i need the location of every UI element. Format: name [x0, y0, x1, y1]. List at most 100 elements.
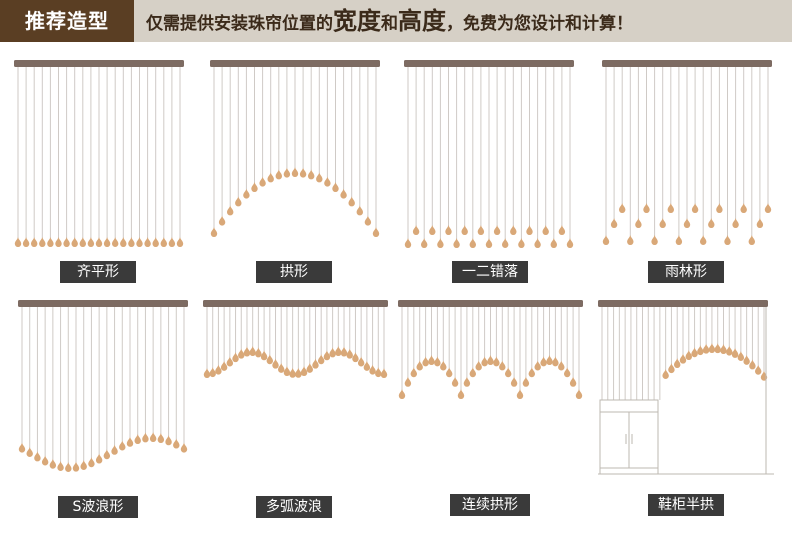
multi-arc-bead: [266, 354, 274, 365]
multi-arch-bead: [510, 376, 518, 387]
cabinet-arch-bead: [714, 343, 721, 354]
rain-bead: [659, 218, 666, 228]
banner: 推荐造型 仅需提供安装珠帘位置的宽度和高度，免费为您设计和计算！: [0, 0, 792, 42]
flat-bead: [55, 237, 62, 247]
arch-bead: [227, 205, 234, 216]
multi-arc-bead: [295, 367, 302, 378]
staggered-bead: [469, 238, 476, 248]
arch-bead: [243, 188, 250, 199]
multi-arch-bead: [487, 355, 494, 365]
arch-bead: [332, 182, 339, 192]
multi-arch-bead: [457, 389, 465, 399]
flat-bead: [128, 237, 135, 247]
staggered-bead: [534, 238, 541, 249]
rain-bead: [667, 203, 674, 213]
rain-bead: [602, 235, 610, 245]
s-wave-bead: [126, 436, 134, 447]
multi-arch-bead: [451, 376, 459, 387]
arch-bead: [235, 196, 242, 207]
multi-arc-bead: [340, 346, 348, 357]
multi-arch-bead: [428, 355, 435, 365]
flat-bead: [112, 237, 119, 247]
multi-arc-bead: [323, 350, 331, 361]
s-wave-bead: [57, 460, 64, 471]
multi-arc-bead: [220, 360, 228, 371]
flat-bead: [14, 237, 22, 247]
caption-multi-arc: 多弧波浪: [256, 496, 332, 518]
multi-arc-bead: [203, 368, 211, 378]
multi-arc-bead: [369, 364, 376, 375]
curtain-cabinet-arch: [598, 300, 776, 478]
staggered-bead: [493, 225, 501, 235]
multi-arc-rail: [203, 300, 388, 307]
rain-bead: [651, 235, 658, 245]
flat-bead: [160, 237, 167, 247]
multi-arch-bead: [546, 355, 553, 365]
flat-bead: [71, 237, 78, 247]
rain-bead: [675, 235, 683, 245]
cabinet-arch-bead: [743, 354, 750, 365]
multi-arch-bead: [558, 360, 565, 371]
staggered-bead: [518, 238, 525, 248]
multi-arch-bead: [540, 356, 547, 367]
s-wave-bead: [88, 457, 95, 468]
slogan-width-word: 宽度: [333, 7, 381, 35]
cabinet-arch-bead: [720, 344, 727, 355]
rain-bead: [691, 203, 699, 213]
multi-arch-bead: [398, 389, 406, 399]
arch-bead: [291, 167, 299, 177]
arch-bead: [210, 227, 218, 237]
multi-arc-bead: [317, 354, 325, 365]
flat-bead: [144, 237, 151, 248]
staggered-bead: [445, 225, 452, 235]
s-wave-bead: [41, 455, 49, 466]
rain-bead: [708, 218, 715, 228]
cabinet-arch-bead: [726, 345, 733, 356]
caption-cabinet-arch: 鞋柜半拱: [648, 494, 724, 516]
caption-flat: 齐平形: [60, 261, 136, 283]
multi-arch-bead: [528, 367, 535, 378]
multi-arch-bead: [505, 367, 512, 378]
curtain-staggered-graphic: [404, 60, 574, 249]
multi-arch-bead: [422, 356, 429, 367]
rain-bead: [740, 203, 747, 213]
staggered-bead: [550, 238, 557, 248]
s-wave-bead: [49, 458, 57, 469]
caption-arch: 拱形: [256, 261, 332, 283]
flat-bead: [120, 237, 127, 247]
s-wave-bead: [18, 442, 26, 453]
flat-bead: [95, 237, 103, 247]
s-wave-bead: [34, 451, 41, 462]
multi-arch-bead: [516, 389, 524, 399]
multi-arch-bead: [434, 356, 441, 367]
staggered-bead: [412, 225, 420, 235]
cabinet-arch-bead: [674, 358, 681, 369]
flat-bead: [103, 237, 111, 247]
rain-bead: [724, 235, 731, 245]
s-wave-bead: [142, 432, 149, 443]
multi-arc-bead: [226, 356, 234, 367]
multi-arc-bead: [249, 346, 256, 357]
banner-slogan: 仅需提供安装珠帘位置的宽度和高度，免费为您设计和计算！: [146, 0, 633, 42]
staggered-bead: [510, 225, 517, 235]
multi-arch-bead: [569, 376, 577, 387]
cabinet-arch-bead: [679, 353, 687, 364]
caption-multi-arch: 连续拱形: [450, 494, 530, 516]
flat-bead: [168, 237, 176, 248]
slogan-and-word: 和: [381, 14, 398, 34]
caption-staggered: 一二错落: [452, 261, 528, 283]
multi-arc-bead: [243, 346, 251, 357]
arch-bead: [308, 169, 315, 180]
multi-arc-bead: [380, 368, 388, 378]
cabinet-arch-bead: [662, 368, 669, 379]
curtain-multi-arch: [398, 300, 583, 485]
curtain-multi-arch-graphic: [398, 300, 583, 399]
multi-arch-bead: [481, 356, 488, 367]
shoe-cabinet-icon: [598, 307, 774, 475]
curtain-cabinet-arch-graphic: [598, 300, 774, 475]
staggered-bead: [526, 225, 533, 235]
multi-arc-bead: [255, 347, 262, 358]
staggered-bead: [477, 225, 485, 235]
staggered-rail: [404, 60, 574, 67]
s-wave-bead: [165, 435, 172, 446]
